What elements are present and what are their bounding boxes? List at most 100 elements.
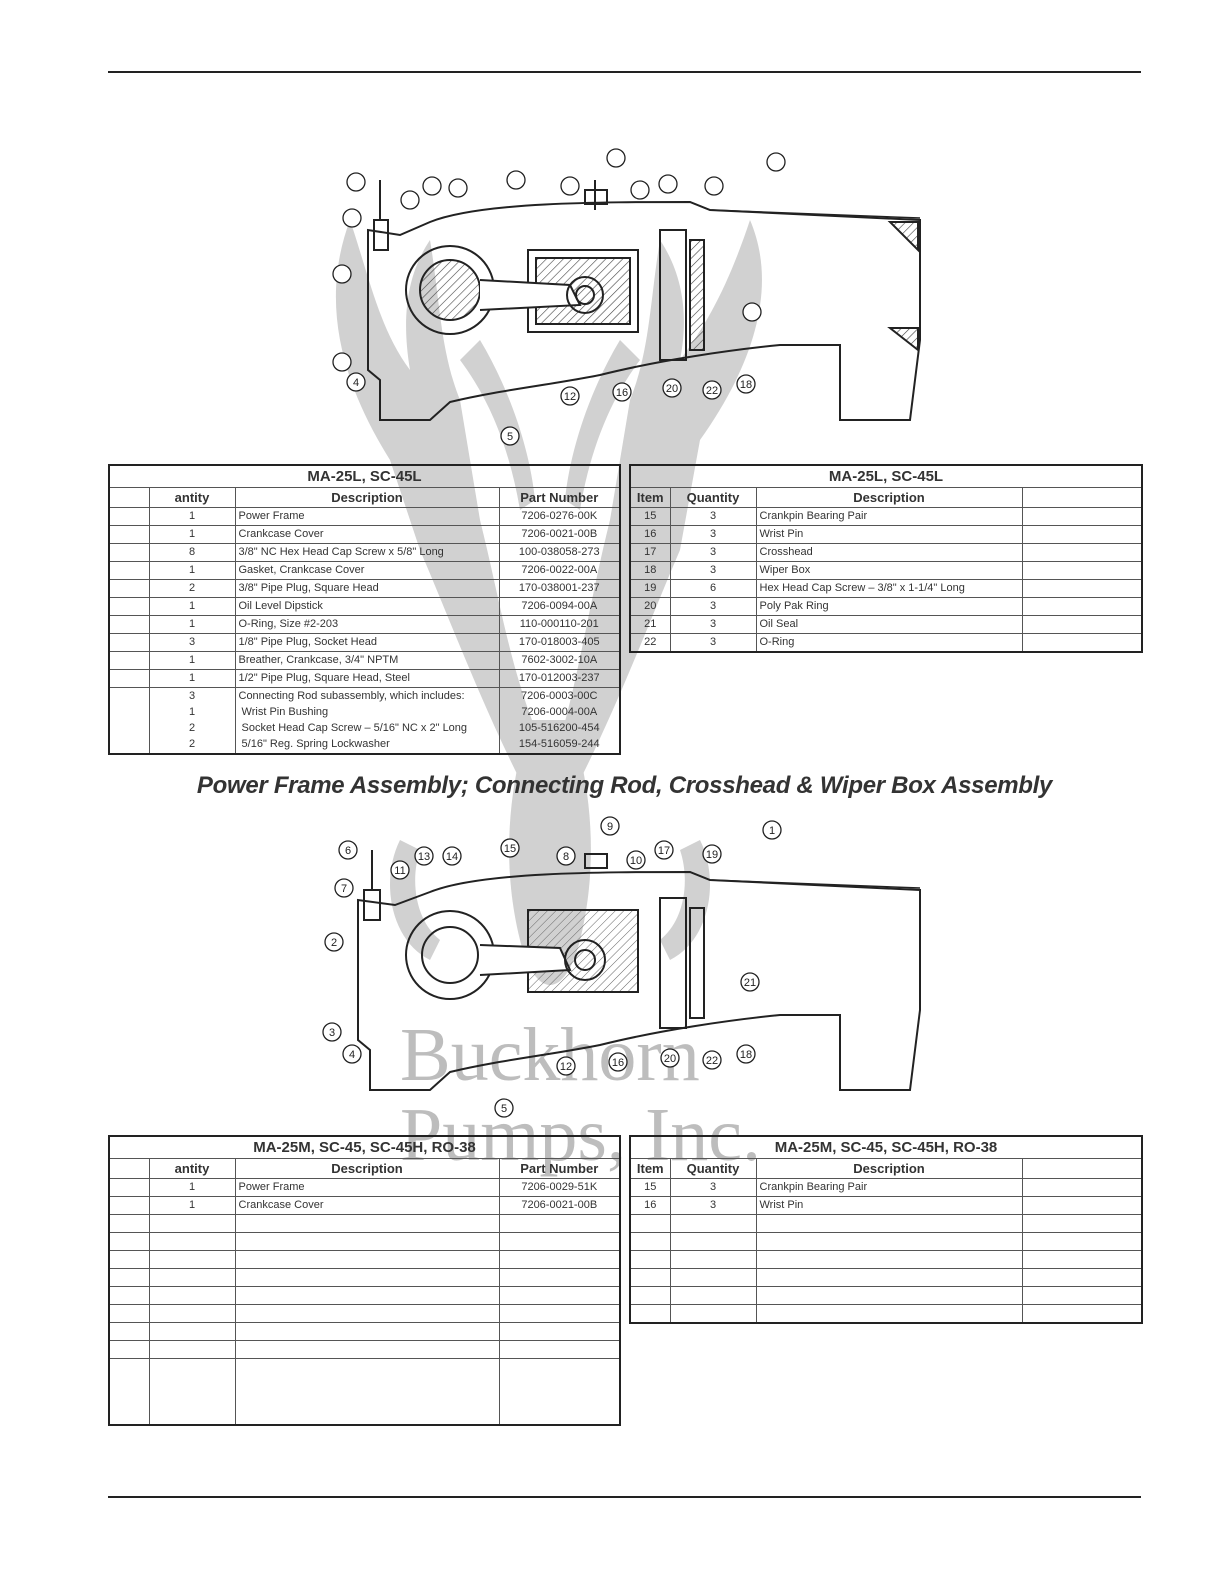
table-row [108, 1358, 621, 1425]
table-cell [108, 1286, 150, 1305]
watermark-line-1: Buckhorn [400, 1013, 700, 1097]
table-cell [234, 1250, 500, 1269]
table-cell [108, 507, 150, 526]
table-cell: 3 [669, 507, 757, 526]
table-cell: 7206-0003-00C 7206-0004-00A 105-516200-4… [498, 687, 621, 754]
table-cell [755, 1232, 1023, 1251]
table-row: 3 1 2 2 Connecting Rod subassembly, whic… [108, 687, 621, 754]
table-row [108, 1322, 621, 1341]
table-cell: 7206-0022-00A [498, 561, 621, 580]
table-cell: 3/8" Pipe Plug, Square Head [234, 579, 500, 598]
table-cell [755, 1268, 1023, 1287]
table-cell: 7602-3002-10A [498, 651, 621, 670]
callout-label: 4 [349, 1049, 355, 1061]
callout-circle [342, 1044, 362, 1064]
callout-circle [442, 846, 462, 866]
table-cell [148, 1268, 236, 1287]
cell-line: 3 [188, 690, 196, 702]
callout-circle [334, 878, 354, 898]
table-cell [1021, 1178, 1143, 1197]
callout-label: 16 [616, 387, 628, 399]
table-cell [1021, 561, 1143, 580]
parts-table-ma25l-right: MA-25L, SC-45L Item Quantity Description… [629, 464, 1143, 653]
callout-circle [662, 378, 682, 398]
callout-circle [612, 382, 632, 402]
table-cell: 18 [629, 561, 671, 580]
callout-circle [556, 846, 576, 866]
col-header: Item [629, 1158, 671, 1179]
callout-circle [736, 1044, 756, 1064]
callout-circle [346, 372, 366, 392]
callout-circle [560, 386, 580, 406]
table-cell [669, 1250, 757, 1269]
table-cell [108, 525, 150, 544]
table-row [629, 1214, 1143, 1233]
table-cell: 3 [148, 633, 236, 652]
callout-circle [654, 840, 674, 860]
col-header: antity [148, 487, 236, 508]
col-header: Description [755, 487, 1023, 508]
table-cell [1021, 1232, 1143, 1251]
table-cell: 6 [669, 579, 757, 598]
parts-table-ma25m-right: MA-25M, SC-45, SC-45H, RO-38 Item Quanti… [629, 1135, 1143, 1324]
callout-circle [630, 180, 650, 200]
table-cell [1021, 1268, 1143, 1287]
table-cell [108, 543, 150, 562]
table-title: MA-25L, SC-45L [108, 464, 621, 488]
table-cell: Hex Head Cap Screw – 3/8" x 1-1/4" Long [755, 579, 1023, 598]
cell-line: 7206-0004-00A [521, 706, 598, 718]
callout-label: 20 [666, 383, 678, 395]
callout-label: 4 [353, 377, 359, 389]
callout-label: 18 [740, 379, 752, 391]
table-cell [108, 597, 150, 616]
table-cell: 19 [629, 579, 671, 598]
callout-circle [560, 176, 580, 196]
table-cell: Crankpin Bearing Pair [755, 507, 1023, 526]
table-cell: 1 [148, 1196, 236, 1215]
table-cell: O-Ring [755, 633, 1023, 653]
callout-circle [608, 1052, 628, 1072]
col-header [1021, 1158, 1143, 1179]
callout-circle [626, 850, 646, 870]
callout-circle [500, 838, 520, 858]
col-header: Part Number [498, 487, 621, 508]
table-cell: 1 [148, 651, 236, 670]
table-cell: 1 [148, 525, 236, 544]
table-cell [108, 669, 150, 688]
callout-circle [422, 176, 442, 196]
table-cell [498, 1250, 621, 1269]
table-cell: 15 [629, 507, 671, 526]
table-cell: Wrist Pin [755, 525, 1023, 544]
table-row [108, 1340, 621, 1359]
callout-label: 17 [658, 845, 670, 857]
table-cell: 1 [148, 1178, 236, 1197]
table-cell [669, 1214, 757, 1233]
callout-circle [742, 302, 762, 322]
cell-line: 7206-0003-00C [521, 690, 598, 702]
table-cell [1021, 579, 1143, 598]
cell-line: 154-516059-244 [518, 738, 600, 750]
table-cell: 1/2" Pipe Plug, Square Head, Steel [234, 669, 500, 688]
callout-label: 8 [563, 851, 569, 863]
table-cell [108, 633, 150, 652]
col-header: Part Number [498, 1158, 621, 1179]
callout-circle [338, 840, 358, 860]
cell-line: Wrist Pin Bushing [238, 706, 329, 718]
col-header: antity [148, 1158, 236, 1179]
callout-circle [606, 148, 626, 168]
table-cell [1021, 615, 1143, 634]
